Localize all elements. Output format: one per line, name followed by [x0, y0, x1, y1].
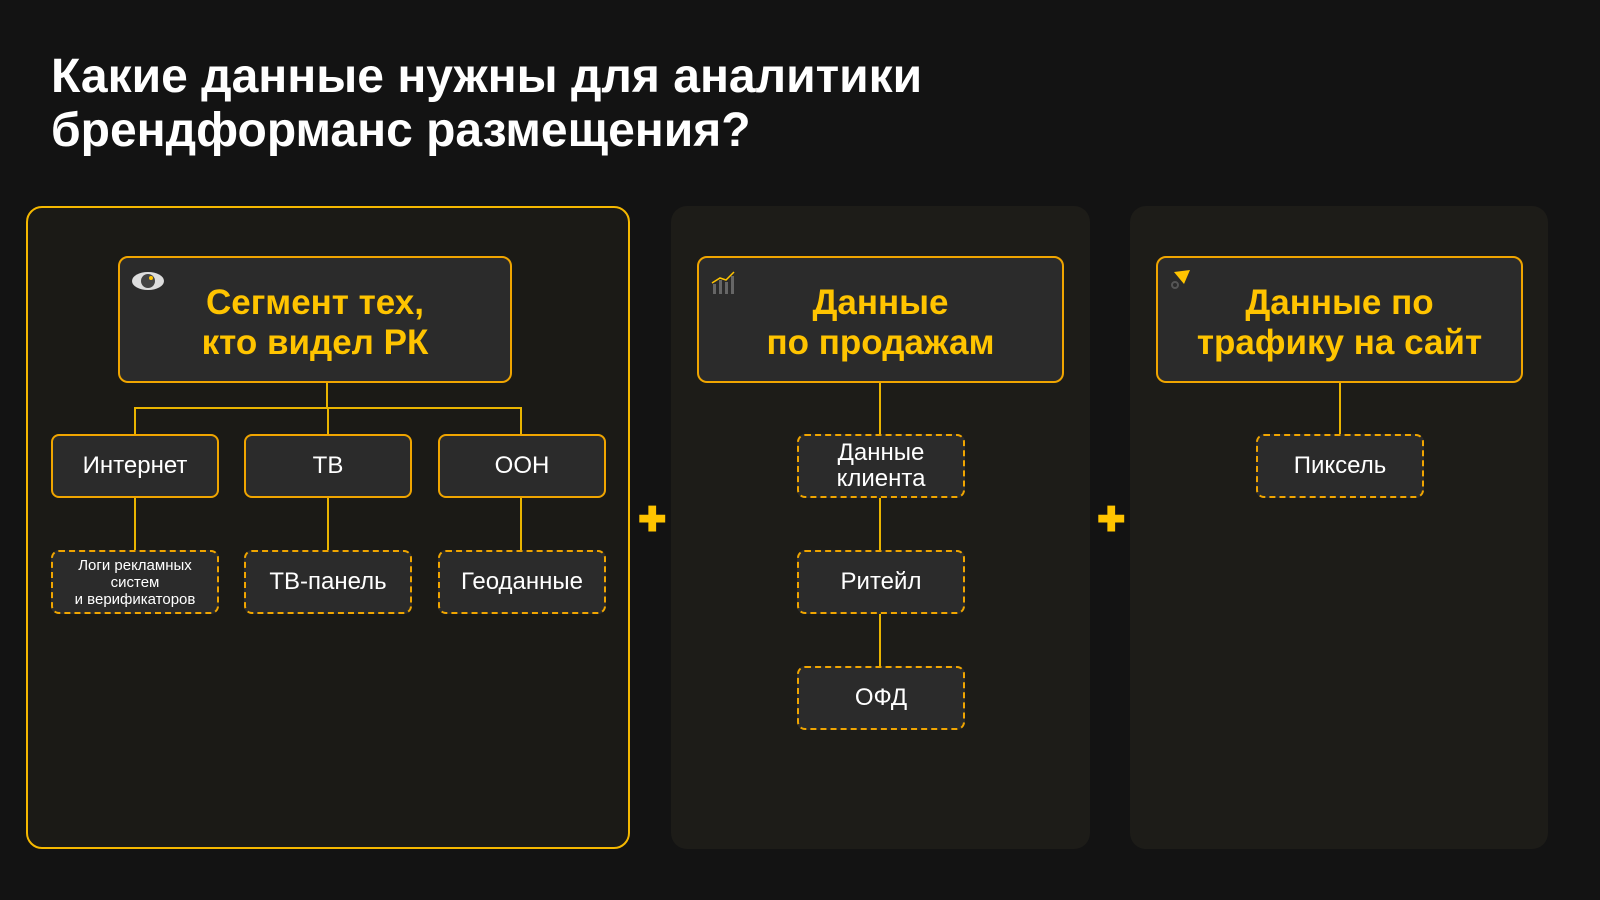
connector: [879, 498, 881, 550]
connector: [134, 407, 136, 434]
connector: [520, 407, 522, 434]
connector: [520, 498, 522, 550]
title-line-1: Какие данные нужны для аналитики: [51, 50, 923, 103]
chart-growth-icon: [711, 271, 735, 294]
channel-internet: Интернет: [51, 434, 219, 498]
connector: [879, 614, 881, 666]
plus-icon: ✚: [1097, 501, 1126, 539]
connector: [327, 498, 329, 550]
title-line-2: брендформанс размещения?: [51, 104, 751, 157]
text-line: систем: [110, 573, 160, 591]
source-tv-panel: ТВ-панель: [244, 550, 412, 614]
channel-tv: ТВ: [244, 434, 412, 498]
cursor-link-icon: [1171, 270, 1190, 289]
eye-icon: [132, 272, 164, 290]
source-ofd: ОФД: [797, 666, 965, 730]
connector: [327, 407, 329, 434]
text-line: Данные: [837, 439, 925, 466]
source-pixel: Пиксель: [1256, 434, 1424, 498]
header-line: по продажам: [766, 322, 995, 362]
connector: [326, 383, 328, 408]
source-retail: Ритейл: [797, 550, 965, 614]
header-ad-segment: Сегмент тех,кто видел РК: [118, 256, 512, 383]
header-line: Сегмент тех,: [205, 282, 424, 322]
connector: [134, 498, 136, 550]
header-line: Данные: [812, 282, 949, 322]
source-geodata: Геоданные: [438, 550, 606, 614]
header-line: кто видел РК: [201, 322, 429, 362]
text-line: Логи рекламных: [78, 556, 192, 574]
header-line: трафику на сайт: [1196, 322, 1483, 362]
connector: [879, 383, 881, 434]
page-title: Какие данные нужны для аналитики брендфо…: [51, 50, 922, 158]
text-line: и верификаторов: [74, 590, 196, 608]
connector: [1339, 383, 1341, 434]
header-line: Данные по: [1245, 282, 1434, 322]
text-line: клиента: [836, 465, 926, 492]
plus-icon: ✚: [638, 501, 667, 539]
channel-ooh: OOH: [438, 434, 606, 498]
